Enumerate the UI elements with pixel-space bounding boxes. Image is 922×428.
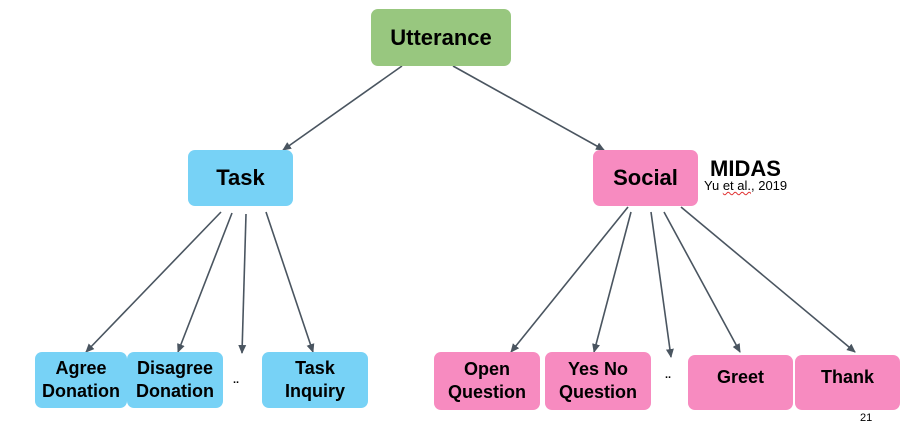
citation-author: Yu: [704, 178, 720, 193]
node-social: Social: [593, 150, 698, 206]
node-disagree-donation-line1: Disagree: [136, 358, 214, 378]
node-thank-label: Thank: [820, 367, 874, 387]
arrow-task-disagree-donation: [177, 212, 233, 353]
node-task-inquiry-line2: Inquiry: [284, 381, 345, 401]
node-task-inquiry: Task Inquiry: [262, 352, 368, 408]
node-open-question: Open Question: [434, 352, 540, 410]
node-social-label: Social: [613, 165, 678, 190]
node-disagree-donation: Disagree Donation: [127, 352, 223, 408]
arrow-task-agree-donation: [85, 211, 222, 353]
arrow-social-open-question: [510, 206, 629, 353]
arrow-task-task-inquiry: [265, 211, 315, 353]
node-agree-donation-line1: Agree: [55, 358, 107, 378]
node-greet: Greet: [688, 355, 793, 410]
arrow-social-yes-no-question: [592, 211, 632, 353]
midas-title: MIDAS: [710, 156, 781, 181]
node-task-inquiry-line1: Task: [295, 358, 335, 378]
node-thank: Thank: [795, 355, 900, 410]
node-open-question-line2: Question: [447, 382, 526, 402]
midas-citation: Yu et al., 2019: [704, 178, 787, 193]
arrow-social-ellipsis: [650, 211, 674, 358]
node-utterance: Utterance: [371, 9, 511, 66]
page-number: 21: [860, 412, 873, 424]
node-disagree-donation-line2: Donation: [136, 381, 214, 401]
citation-et-al: et al.: [722, 178, 751, 193]
node-yes-no-question-line1: Yes No: [567, 359, 629, 379]
arrow-utterance-task: [282, 65, 403, 151]
social-ellipsis: ..: [665, 369, 672, 381]
node-agree-donation: Agree Donation: [35, 352, 127, 408]
node-open-question-line1: Open: [463, 359, 510, 379]
node-yes-no-question: Yes No Question: [545, 352, 651, 410]
node-utterance-label: Utterance: [390, 24, 492, 50]
node-agree-donation-line2: Donation: [42, 381, 120, 401]
node-yes-no-question-line2: Question: [558, 382, 637, 402]
node-task-label: Task: [216, 165, 265, 190]
task-ellipsis: ..: [233, 374, 240, 386]
arrow-social-thank: [680, 206, 856, 353]
node-task: Task: [188, 150, 293, 206]
citation-year: , 2019: [751, 178, 788, 193]
arrow-social-greet: [663, 211, 741, 353]
node-greet-label: Greet: [716, 367, 765, 387]
arrow-utterance-social: [452, 65, 605, 151]
arrow-task-ellipsis: [238, 213, 247, 354]
